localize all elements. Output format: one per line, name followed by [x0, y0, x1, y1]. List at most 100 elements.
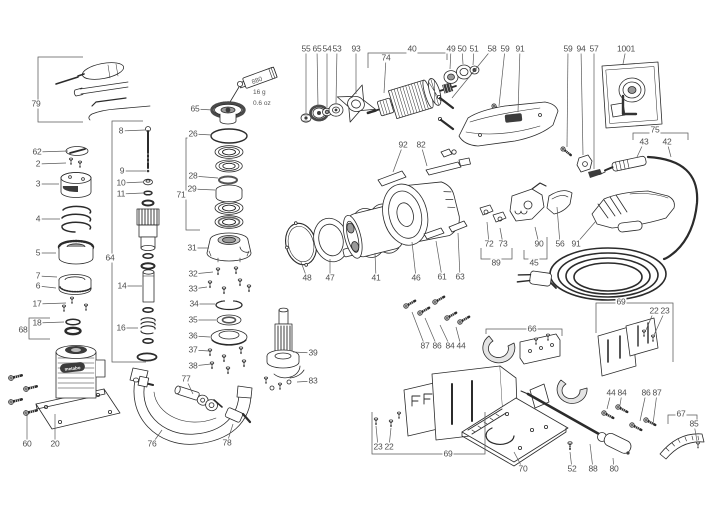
- callout-53: 53: [331, 43, 343, 54]
- part-motor-assembly: metabo: [6, 345, 121, 430]
- callout-23: 23: [659, 305, 671, 316]
- callout-22: 22: [648, 305, 660, 316]
- callout-36: 36: [187, 330, 199, 341]
- part-base-plate: [461, 390, 632, 467]
- callout-80: 80: [608, 463, 620, 474]
- callout-52: 52: [566, 463, 578, 474]
- callout-67: 67: [675, 408, 687, 419]
- callout-94: 94: [575, 43, 587, 54]
- callout-2: 2: [34, 158, 42, 169]
- callout-51: 51: [468, 43, 480, 54]
- callout-brackets: [28, 52, 698, 455]
- callout-85: 85: [688, 418, 700, 429]
- callout-4: 4: [34, 213, 42, 224]
- callout-78: 78: [221, 437, 233, 448]
- callout-87: 87: [419, 340, 431, 351]
- callout-38: 38: [187, 360, 199, 371]
- callout-59: 59: [499, 43, 511, 54]
- part-rear-handle: [591, 190, 675, 233]
- callout-83: 83: [307, 375, 319, 386]
- callout-91: 91: [514, 43, 526, 54]
- callout-6: 6: [34, 280, 42, 291]
- callout-16: 16: [115, 322, 127, 333]
- callout-77: 77: [180, 373, 192, 384]
- callout-44: 44: [455, 340, 467, 351]
- callout-74: 74: [380, 52, 392, 63]
- part-grease-tube: 880 16 g 0.6 oz: [229, 66, 278, 107]
- part-tool-kit: [55, 62, 151, 121]
- motor-logo: metabo: [64, 365, 81, 372]
- callout-65: 65: [311, 43, 323, 54]
- part-gear-bearing-stack: [206, 101, 252, 375]
- callout-89: 89: [490, 257, 502, 268]
- callout-18: 18: [31, 317, 43, 328]
- part-spindle-column: [136, 126, 160, 362]
- callout-84: 84: [616, 387, 628, 398]
- callout-8: 8: [117, 125, 125, 136]
- callout-61: 61: [436, 271, 448, 282]
- callout-23: 23: [372, 441, 384, 452]
- grease-tube-code: 880: [251, 76, 264, 86]
- callout-37: 37: [187, 344, 199, 355]
- callout-86: 86: [640, 387, 652, 398]
- callout-3: 3: [34, 178, 42, 189]
- callout-20: 20: [49, 438, 61, 449]
- callout-59: 59: [562, 43, 574, 54]
- callout-90: 90: [533, 238, 545, 249]
- callout-14: 14: [116, 280, 128, 291]
- grease-weight-oz: 0.6 oz: [253, 100, 271, 107]
- callout-75: 75: [649, 124, 661, 135]
- callout-62: 62: [31, 146, 43, 157]
- callout-63: 63: [454, 271, 466, 282]
- callout-39: 39: [307, 347, 319, 358]
- callout-41: 41: [370, 272, 382, 283]
- callout-7: 7: [34, 270, 42, 281]
- callout-11: 11: [115, 188, 127, 199]
- callout-10: 10: [115, 177, 127, 188]
- callout-66: 66: [526, 323, 538, 334]
- callout-1001: 1001: [615, 43, 637, 54]
- callout-91: 91: [570, 238, 582, 249]
- callout-70: 70: [517, 463, 529, 474]
- callout-69: 69: [615, 296, 627, 307]
- callout-46: 46: [410, 272, 422, 283]
- callout-22: 22: [383, 441, 395, 452]
- callout-92: 92: [397, 139, 409, 150]
- callout-54: 54: [321, 43, 333, 54]
- callout-69: 69: [442, 448, 454, 459]
- callout-42: 42: [661, 136, 673, 147]
- callout-45: 45: [528, 257, 540, 268]
- callout-60: 60: [21, 438, 33, 449]
- callout-57: 57: [588, 43, 600, 54]
- callout-50: 50: [456, 43, 468, 54]
- callout-76: 76: [146, 438, 158, 449]
- callout-9: 9: [118, 165, 126, 176]
- callout-48: 48: [301, 272, 313, 283]
- callout-86: 86: [431, 340, 443, 351]
- callout-65: 65: [189, 103, 201, 114]
- callout-26: 26: [187, 128, 199, 139]
- callout-82: 82: [415, 139, 427, 150]
- callout-17: 17: [31, 298, 43, 309]
- callout-87: 87: [651, 387, 663, 398]
- part-output-spindle: [263, 307, 305, 391]
- callout-28: 28: [187, 170, 199, 181]
- callout-88: 88: [587, 463, 599, 474]
- callout-71: 71: [175, 189, 187, 200]
- callout-44: 44: [605, 387, 617, 398]
- callout-33: 33: [187, 283, 199, 294]
- part-motor-core-group: [285, 148, 573, 267]
- part-cord-assembly: [516, 155, 699, 301]
- grease-weight-g: 16 g: [253, 89, 266, 96]
- callout-68: 68: [17, 324, 29, 335]
- callout-5: 5: [34, 247, 42, 258]
- callout-32: 32: [187, 268, 199, 279]
- callout-58: 58: [486, 43, 498, 54]
- part-armature-group: [300, 64, 505, 131]
- part-guard-plates-right: [597, 317, 705, 460]
- part-guard-plates-center: [373, 365, 519, 441]
- callout-93: 93: [350, 43, 362, 54]
- part-left-column: [57, 146, 95, 336]
